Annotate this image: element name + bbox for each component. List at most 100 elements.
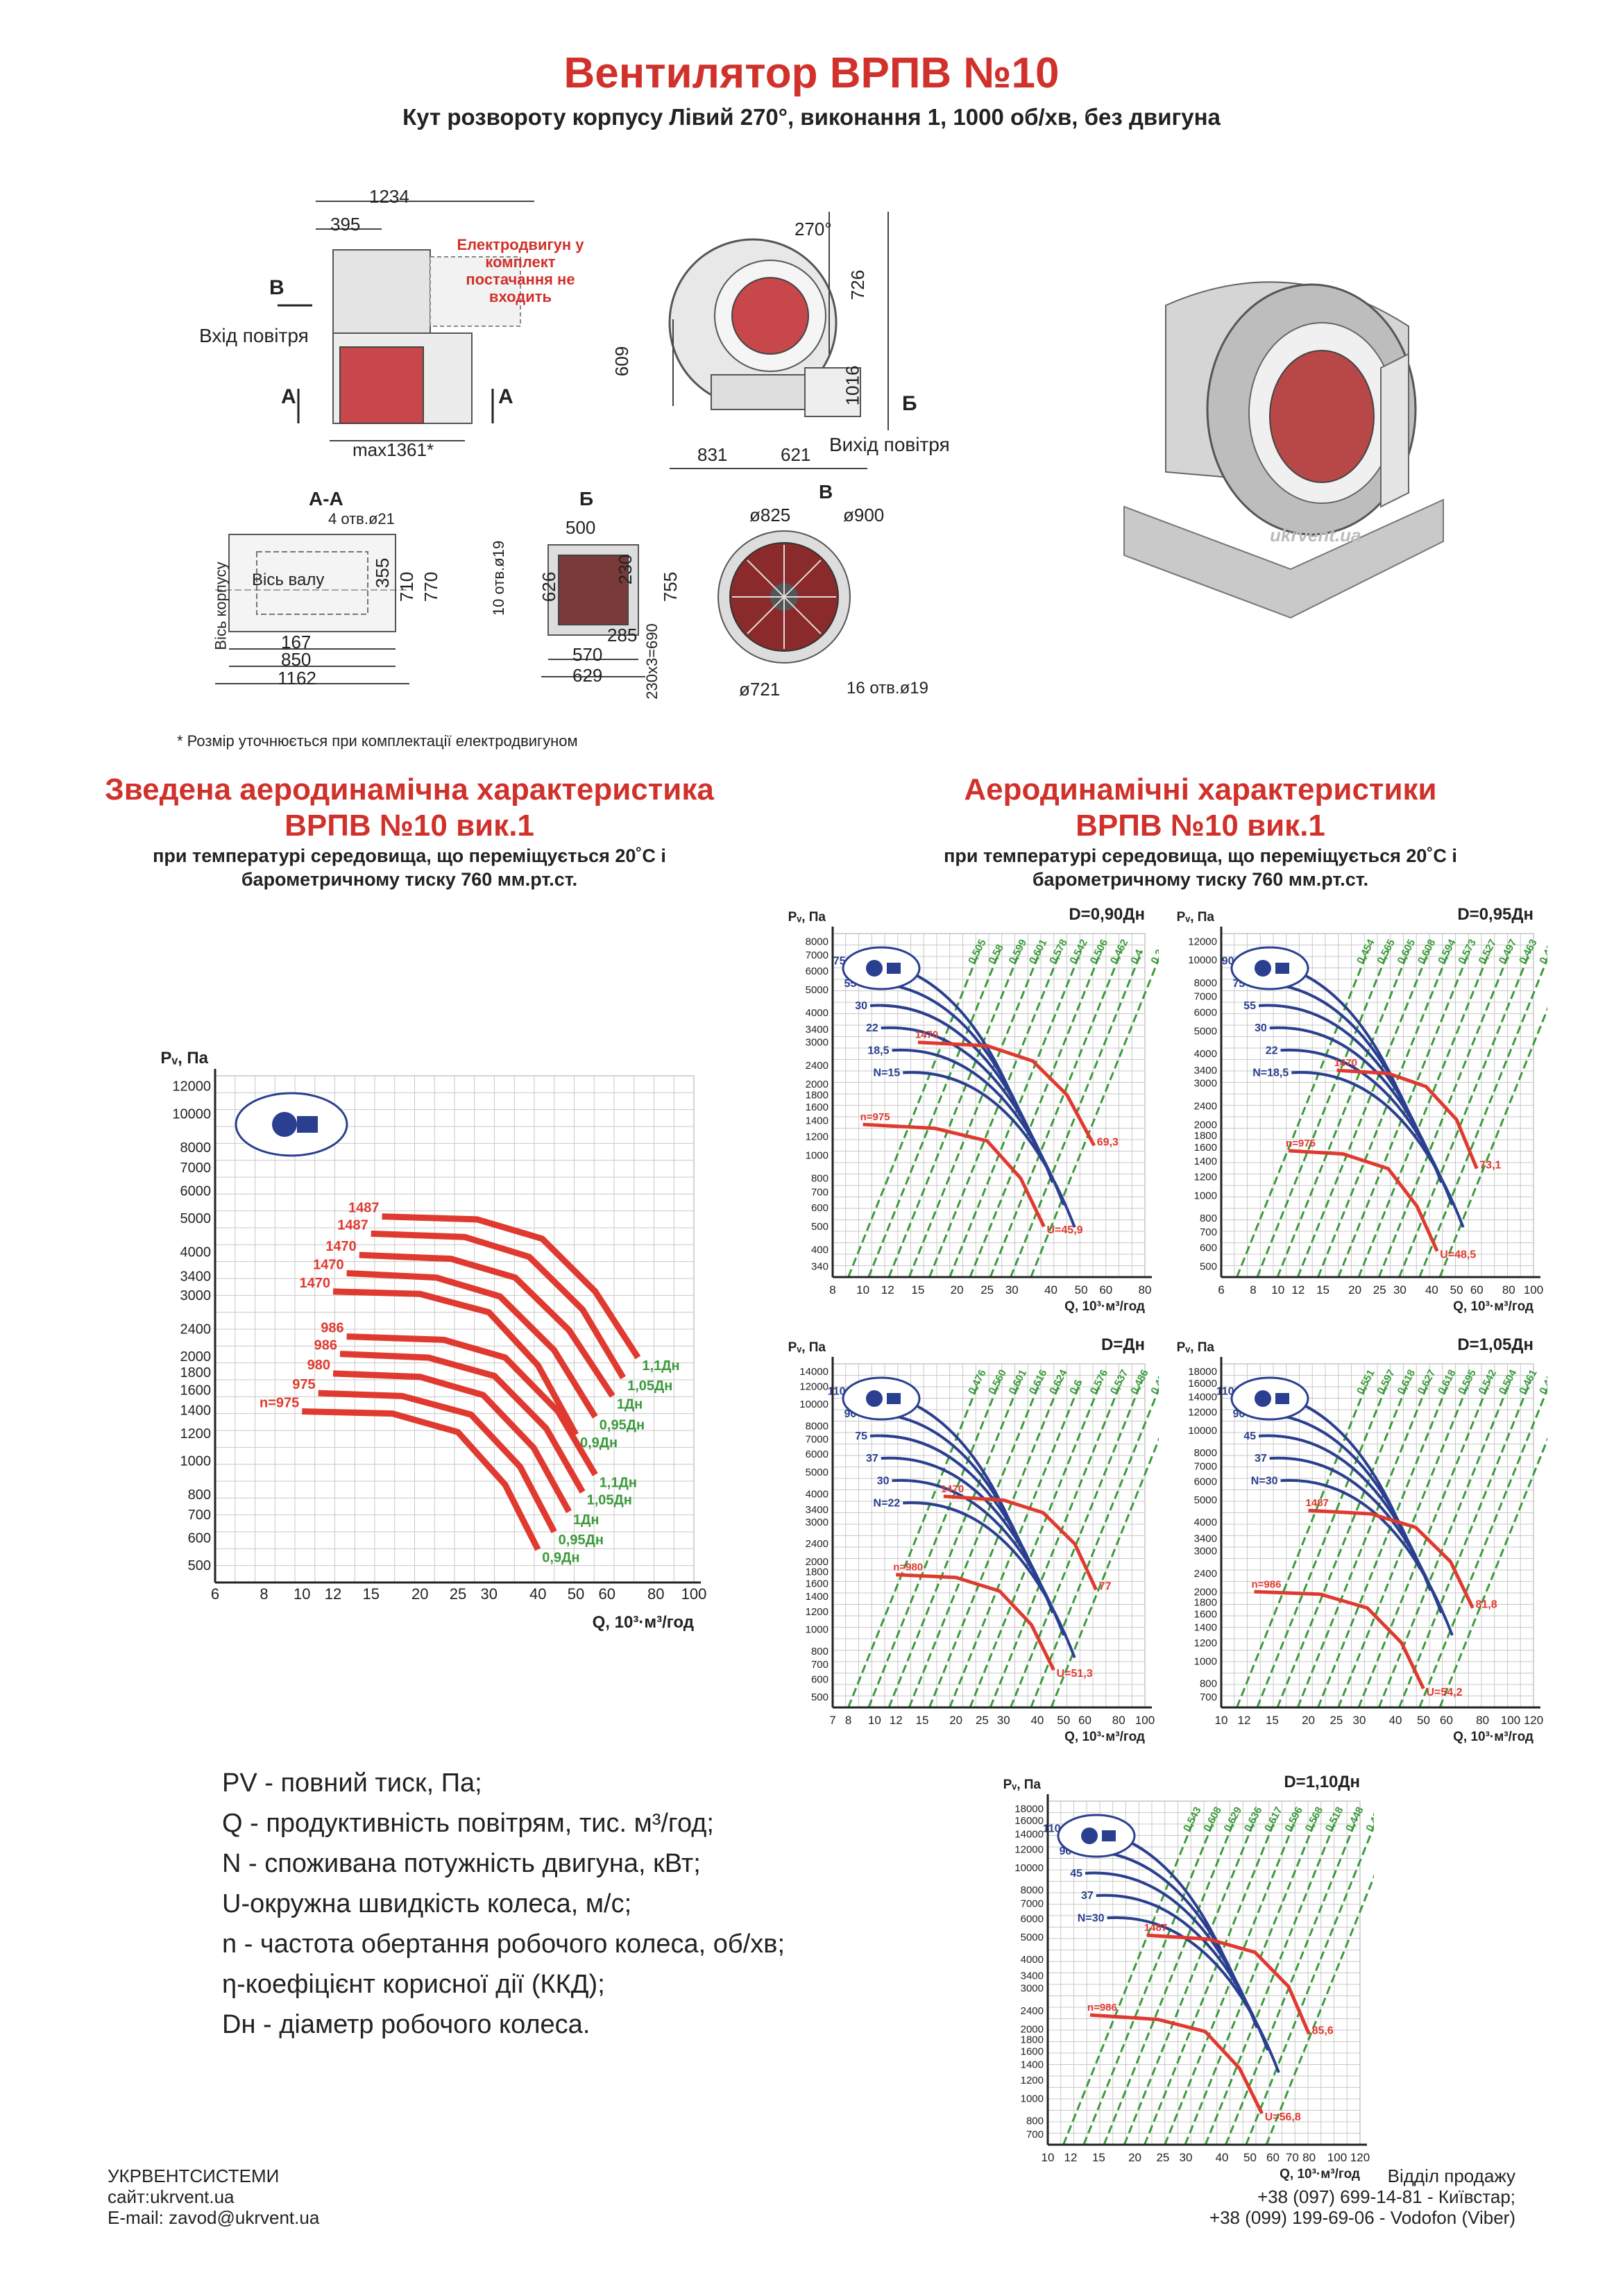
dim-850: 850 <box>281 649 312 670</box>
curve-label: 1470 <box>299 1276 330 1291</box>
y-tick-label: 4000 <box>1021 1954 1044 1966</box>
brand-logo <box>842 946 921 990</box>
dim-1234: 1234 <box>369 186 409 207</box>
y-tick-label: 10000 <box>1188 954 1217 966</box>
phone-kyivstar[interactable]: +38 (097) 699-14-81 - Київстар; <box>1257 2186 1515 2207</box>
y-tick-label: 6000 <box>1194 1006 1217 1018</box>
legend-term: PV <box>222 1769 257 1798</box>
legend-term: η <box>222 1970 237 1999</box>
y-tick-label: 1000 <box>1194 1190 1217 1201</box>
diameter-label: 1,1Дн <box>642 1358 679 1374</box>
dim-395: 395 <box>330 214 361 235</box>
view-v-label: В <box>819 481 833 503</box>
x-axis-label: Q, 10³·м³/год <box>1280 2167 1360 2181</box>
x-tick-label: 12 <box>1238 1714 1251 1727</box>
u-max-label: 73,1 <box>1479 1160 1501 1172</box>
left-title-2: ВРПВ №10 вик.1 <box>284 809 534 843</box>
x-tick-label: 50 <box>1075 1283 1088 1297</box>
diameter-label: 1,05Дн <box>587 1493 632 1508</box>
svg-text:ukrvent.ua: ukrvent.ua <box>1270 525 1361 546</box>
efficiency-label: 0,428 <box>1148 1367 1159 1396</box>
company-email[interactable]: E-mail: zavod@ukrvent.ua <box>108 2207 320 2228</box>
diameter-label: 0,9Дн <box>542 1550 579 1565</box>
y-tick-label: 6000 <box>180 1183 212 1199</box>
efficiency-label: 0,406 <box>1363 1805 1374 1833</box>
y-tick-label: 500 <box>1200 1260 1217 1272</box>
efficiency-line <box>1245 1823 1374 2145</box>
pressure-curve <box>1288 1149 1439 1252</box>
chart-d095: 0,4540,5650,6050,6080,5940,5730,5270,497… <box>1177 905 1547 1314</box>
company-name: УКРВЕНТСИСТЕМИ <box>108 2166 280 2186</box>
y-tick-label: 7000 <box>1194 1460 1217 1472</box>
efficiency-line <box>1398 950 1531 1278</box>
x-tick-label: 20 <box>1348 1283 1361 1297</box>
x-tick-label: 15 <box>1316 1283 1329 1297</box>
y-tick-label: 1200 <box>1194 1172 1217 1183</box>
y-tick-label: 600 <box>811 1202 829 1214</box>
efficiency-label: 0,403 <box>1537 937 1547 965</box>
company-site[interactable]: сайт:ukrvent.ua <box>108 2186 235 2207</box>
x-tick-label: 30 <box>1179 2151 1192 2164</box>
y-tick-label: 340 <box>811 1260 829 1272</box>
x-tick-label: 80 <box>1502 1283 1515 1297</box>
y-tick-label: 400 <box>811 1244 829 1256</box>
x-tick-label: 7 <box>829 1714 835 1727</box>
efficiency-line <box>1256 950 1390 1278</box>
y-tick-label: 6000 <box>806 1449 829 1460</box>
y-tick-label: 16000 <box>1188 1378 1217 1390</box>
phone-vodafone[interactable]: +38 (099) 199-69-06 - Vodofon (Viber) <box>1209 2207 1515 2228</box>
left-sub-1: при температурі середовища, що переміщує… <box>153 845 666 866</box>
y-tick-label: 8000 <box>1194 1447 1217 1459</box>
y-tick-label: 1400 <box>1194 1156 1217 1167</box>
sales-label: Відділ продажу <box>1387 2166 1515 2186</box>
y-tick-label: 1600 <box>180 1383 212 1398</box>
x-tick-label: 12 <box>1291 1283 1305 1297</box>
dim-626: 626 <box>538 571 560 602</box>
y-tick-label: 10000 <box>1188 1425 1217 1437</box>
y-tick-label: 12000 <box>1188 936 1217 947</box>
u-max-label: 77 <box>1099 1580 1112 1592</box>
y-tick-label: 14000 <box>1188 1391 1217 1403</box>
y-tick-label: 7000 <box>180 1160 212 1176</box>
x-tick-label: 12 <box>1064 2151 1078 2164</box>
u-label: U=54,2 <box>1426 1687 1462 1698</box>
x-tick-label: 100 <box>681 1585 707 1603</box>
pressure-curve <box>371 1230 626 1380</box>
efficiency-line <box>908 950 1042 1278</box>
power-label: 30 <box>877 1475 890 1487</box>
efficiency-line <box>847 950 980 1278</box>
side-view <box>278 201 534 441</box>
x-tick-label: 25 <box>976 1714 989 1727</box>
efficiency-line <box>1418 956 1547 1278</box>
x-tick-label: 60 <box>1078 1714 1091 1727</box>
efficiency-line <box>989 1381 1123 1708</box>
y-tick-label: 18000 <box>1014 1803 1044 1815</box>
y-tick-label: 2000 <box>806 1556 829 1568</box>
y-axis-label: Pᵥ, Па <box>1177 910 1215 925</box>
y-tick-label: 7000 <box>806 949 829 961</box>
y-tick-label: 2400 <box>180 1322 212 1337</box>
x-tick-label: 60 <box>598 1585 615 1603</box>
diameter-label: 0,95Дн <box>559 1533 604 1548</box>
brand-logo <box>235 1092 348 1157</box>
y-tick-label: 1800 <box>806 1567 829 1578</box>
y-tick-label: 1600 <box>806 1101 829 1113</box>
power-label: 22 <box>866 1022 878 1034</box>
pressure-curve <box>332 1370 572 1514</box>
y-tick-label: 3400 <box>1021 1970 1044 1982</box>
y-tick-label: 1600 <box>1194 1608 1217 1620</box>
x-tick-label: 50 <box>1057 1714 1070 1727</box>
x-tick-label: 6 <box>1218 1283 1224 1297</box>
view-b-label: Б <box>579 488 594 509</box>
y-tick-label: 700 <box>811 1659 829 1671</box>
legend-text: - частота обертання робочого колеса, об/… <box>237 1930 785 1959</box>
y-tick-label: 14000 <box>799 1366 829 1378</box>
diameter-label: 1Дн <box>573 1512 599 1528</box>
y-tick-label: 600 <box>1200 1242 1217 1254</box>
x-tick-label: 10 <box>1042 2151 1055 2164</box>
pressure-curve <box>1089 2013 1264 2115</box>
power-label: 22 <box>1266 1045 1278 1056</box>
efficiency-line <box>1357 1381 1491 1708</box>
y-tick-label: 1400 <box>806 1591 829 1603</box>
